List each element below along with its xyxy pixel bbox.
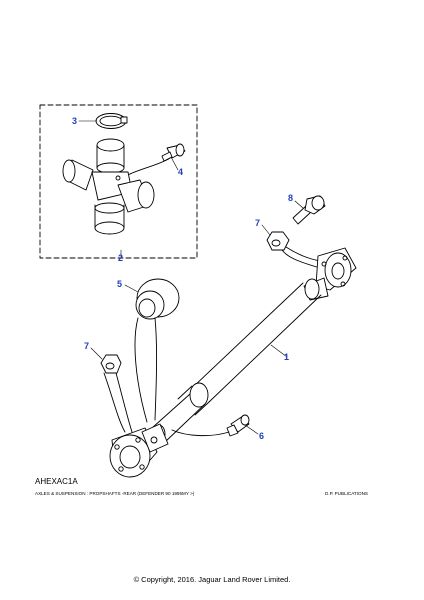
leader-lines: [78, 120, 304, 435]
universal-joint-part: [62, 138, 155, 235]
callout-1: 1: [284, 352, 290, 362]
callout-5: 5: [117, 279, 123, 289]
flange-left-part: [109, 423, 169, 478]
callout-7-lower: 7: [84, 341, 90, 351]
callout-3: 3: [72, 116, 78, 126]
callout-2: 2: [118, 253, 124, 263]
footer-publisher: D.P. PUBLICATIONS: [325, 491, 368, 496]
grease-nipple-part: [123, 143, 186, 178]
callout-8: 8: [288, 193, 294, 203]
nut-upper-part: [266, 231, 327, 269]
footer-section: AXLES & SUSPENSION : PROPSHAFTS -REAR (D…: [35, 491, 195, 496]
kit-box: [39, 104, 198, 259]
diagram-code: AHEXAC1A: [35, 477, 78, 486]
nut-lower-part: [100, 354, 133, 433]
gaiter-part: [134, 278, 180, 423]
bolt-part: [292, 195, 326, 225]
callout-4: 4: [178, 167, 184, 177]
callout-6: 6: [259, 431, 265, 441]
callout-7-upper: 7: [255, 218, 261, 228]
grease-nipple-lower-part: [171, 414, 250, 437]
circlip-part: [95, 113, 128, 129]
copyright-text: © Copyright, 2016. Jaguar Land Rover Lim…: [133, 575, 291, 584]
